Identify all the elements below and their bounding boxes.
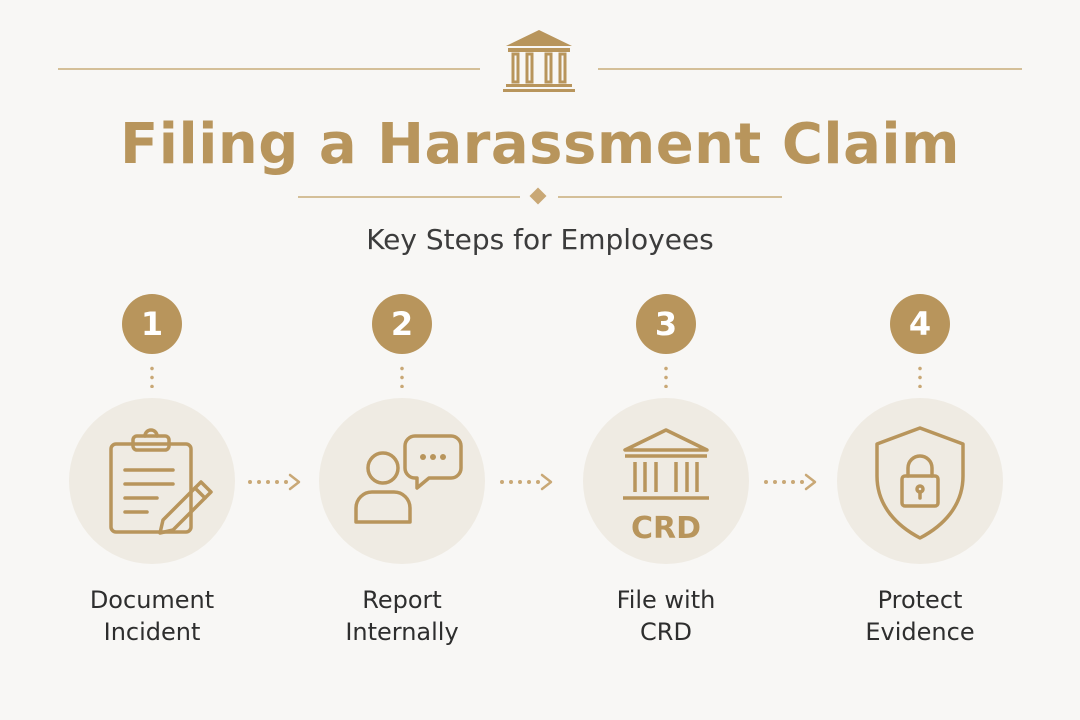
person-speech-bubble-icon — [354, 434, 463, 524]
title-rule-left — [298, 196, 520, 198]
courthouse-icon — [503, 30, 575, 92]
title-rule-right — [558, 196, 782, 198]
diamond-ornament — [529, 187, 547, 205]
header-rule-right — [598, 68, 1022, 70]
connector-dots — [664, 364, 668, 388]
connector-dots — [150, 364, 154, 388]
step-number-badge: 2 — [372, 294, 432, 354]
step-number-badge: 4 — [890, 294, 950, 354]
crd-icon-text: CRD — [631, 511, 701, 546]
connector-dots — [918, 364, 922, 388]
page-title: Filing a Harassment Claim — [120, 112, 960, 177]
step-icon-circle: CRD — [583, 398, 749, 564]
connector-dots — [400, 364, 404, 388]
courthouse-icon: CRD — [623, 428, 709, 546]
arrow-right-icon — [248, 473, 301, 491]
step-file-with-crd: 3 CRD File with CRD — [566, 288, 766, 668]
clipboard-pencil-icon — [109, 428, 213, 535]
step-icon-circle — [69, 398, 235, 564]
step-number-badge: 3 — [636, 294, 696, 354]
step-icon-circle — [319, 398, 485, 564]
step-protect-evidence: 4 Protect Evidence — [820, 288, 1020, 668]
step-number-badge: 1 — [122, 294, 182, 354]
arrow-right-icon — [500, 473, 553, 491]
header-rule-left — [58, 68, 480, 70]
step-label: Protect Evidence — [865, 586, 975, 646]
step-report-internally: 2 Report Internally — [302, 288, 502, 668]
shield-lock-icon — [875, 426, 965, 540]
arrow-right-icon — [764, 473, 817, 491]
step-icon-circle — [837, 398, 1003, 564]
step-label: Document Incident — [89, 586, 215, 646]
page-subtitle: Key Steps for Employees — [366, 223, 714, 256]
step-document-incident: 1 Document Incident — [52, 288, 252, 668]
step-label: File with CRD — [616, 586, 716, 646]
step-label: Report Internally — [345, 586, 459, 646]
